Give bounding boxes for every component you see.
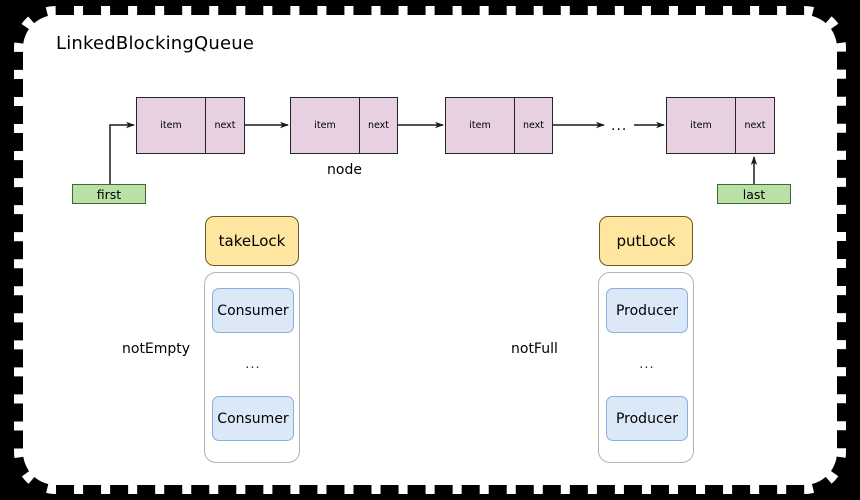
pointer-last: last: [717, 184, 791, 204]
node-cell-item: item: [160, 120, 182, 131]
node-cell-next: next: [359, 98, 397, 153]
consumer-item-bottom: Consumer: [212, 396, 294, 441]
node-cell-item: item: [469, 120, 491, 131]
producer-item-bottom: Producer: [606, 396, 688, 441]
list-node-1: item next: [136, 97, 245, 154]
take-lock-box: takeLock: [205, 216, 299, 266]
linkedblockingqueue-card: [14, 6, 846, 494]
pointer-first: first: [72, 184, 146, 204]
node-cell-next: next: [514, 98, 552, 153]
condition-not-empty: notEmpty: [122, 341, 191, 357]
node-caption: node: [327, 162, 362, 178]
producer-wait-queue: Producer ... Producer: [598, 272, 694, 463]
list-node-2: item next: [290, 97, 398, 154]
consumer-item-top: Consumer: [212, 288, 294, 333]
producer-ellipsis: ...: [639, 357, 655, 372]
node-cell-item: item: [314, 120, 336, 131]
condition-not-full: notFull: [511, 341, 558, 357]
page-title: LinkedBlockingQueue: [56, 33, 255, 54]
consumer-wait-queue: Consumer ... Consumer: [204, 272, 300, 463]
node-cell-next: next: [735, 98, 774, 153]
list-node-last: item next: [666, 97, 775, 154]
node-cell-item: item: [690, 120, 712, 131]
node-cell-next: next: [205, 98, 244, 153]
producer-item-top: Producer: [606, 288, 688, 333]
list-ellipsis: ...: [611, 118, 628, 134]
put-lock-box: putLock: [599, 216, 693, 266]
list-node-3: item next: [445, 97, 553, 154]
consumer-ellipsis: ...: [245, 357, 261, 372]
